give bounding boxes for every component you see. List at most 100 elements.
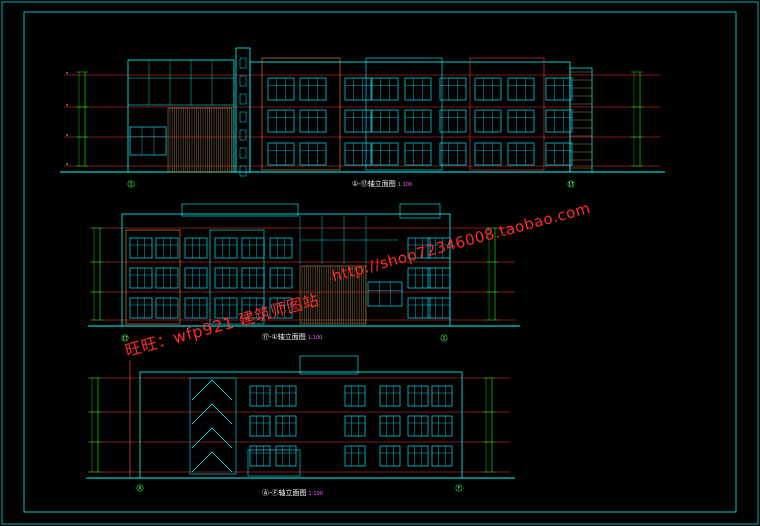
window: [379, 385, 401, 407]
window: [371, 77, 399, 101]
level-text: ±: [66, 71, 68, 75]
window: [367, 281, 403, 307]
window: [275, 415, 297, 437]
window: [545, 109, 573, 133]
window: [241, 237, 265, 259]
window: [267, 109, 295, 133]
axis-label: 17: [568, 182, 574, 187]
window: [545, 142, 573, 166]
window: [184, 237, 208, 259]
window: [344, 142, 372, 166]
level-text: ±: [66, 103, 68, 107]
axis-bubble: [127, 180, 135, 188]
level-text: ±: [66, 162, 68, 166]
window: [155, 297, 179, 319]
window: [299, 77, 327, 101]
main-block: [139, 371, 463, 479]
axis-bubble: [567, 180, 575, 188]
window: [371, 109, 399, 133]
axis-bubble: [455, 484, 463, 492]
window: [404, 142, 432, 166]
cladding-panel: [299, 265, 367, 325]
window: [407, 445, 429, 467]
window: [269, 297, 293, 319]
tower-window: [239, 111, 247, 123]
window: [404, 77, 432, 101]
window: [241, 297, 265, 319]
window: [545, 77, 573, 101]
window: [269, 267, 293, 289]
window: [407, 297, 431, 319]
window: [267, 77, 295, 101]
parapet: [181, 203, 299, 217]
accent-frame: [261, 57, 341, 171]
stair-flight: [191, 427, 233, 449]
tower-window: [239, 147, 247, 159]
window: [431, 415, 453, 437]
tower-window: [239, 165, 247, 177]
window: [184, 297, 208, 319]
axis-bubble: [440, 334, 448, 342]
window: [214, 237, 238, 259]
window: [439, 109, 467, 133]
window: [407, 237, 431, 259]
axis-label: F: [458, 486, 461, 491]
window: [379, 415, 401, 437]
inner-frame: [23, 11, 737, 513]
window: [344, 415, 366, 437]
entrance: [247, 449, 301, 477]
stair-flight: [191, 379, 233, 401]
window: [299, 109, 327, 133]
window: [344, 77, 372, 101]
window: [155, 267, 179, 289]
stair-flight: [191, 403, 233, 425]
tower-window: [239, 57, 247, 69]
window: [214, 297, 238, 319]
window: [269, 237, 293, 259]
window: [474, 77, 502, 101]
window: [474, 142, 502, 166]
axis-bubble: [136, 484, 144, 492]
axis-label: 1: [443, 336, 446, 341]
window: [344, 109, 372, 133]
window: [371, 142, 399, 166]
window: [507, 142, 535, 166]
accent-frame: [469, 57, 545, 171]
window: [275, 385, 297, 407]
window: [267, 142, 295, 166]
axis-label: 1: [130, 182, 133, 187]
window: [474, 109, 502, 133]
stair-flight: [191, 451, 233, 473]
window: [379, 445, 401, 467]
window: [129, 267, 153, 289]
window: [129, 126, 167, 156]
window: [299, 142, 327, 166]
stair-cage: [189, 377, 237, 475]
window: [344, 445, 366, 467]
level-text: ±: [66, 133, 68, 137]
window: [214, 267, 238, 289]
window: [241, 267, 265, 289]
window: [249, 385, 271, 407]
cladding-panel: [167, 107, 233, 173]
window: [431, 385, 453, 407]
axis-label: 17: [122, 336, 128, 341]
window: [129, 237, 153, 259]
parapet: [399, 203, 441, 219]
window: [427, 237, 451, 259]
main-block: [249, 61, 571, 173]
roof-box: [299, 355, 359, 375]
window: [184, 267, 208, 289]
window: [431, 445, 453, 467]
elevation-front: 1 17 ± ± ± ±: [60, 47, 665, 188]
window: [407, 267, 431, 289]
window: [427, 267, 451, 289]
window: [155, 237, 179, 259]
window: [249, 445, 271, 467]
tower-window: [239, 93, 247, 105]
window: [439, 77, 467, 101]
